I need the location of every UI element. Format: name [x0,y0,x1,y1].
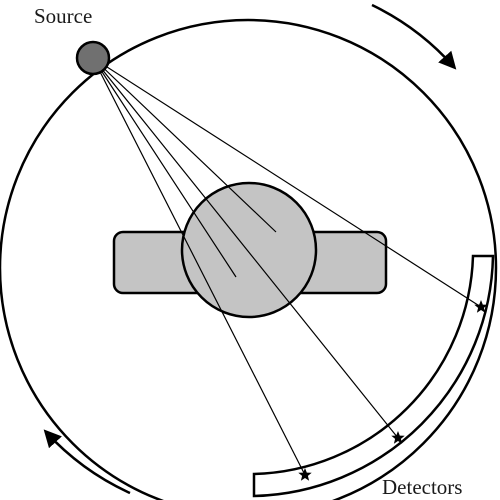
xray-beam-1 [92,57,482,308]
xray-source [75,40,111,76]
detector-array [252,254,495,498]
phantom-circle [180,181,318,319]
xray-beam-3 [92,57,306,476]
xray-beam-4 [92,57,277,233]
xray-beam-5 [92,57,237,278]
source-label: Source [34,4,92,28]
xray-beam-2 [92,57,399,439]
gantry-ring [0,18,498,500]
detector-hit-star-1 [474,300,488,313]
rotation-arrow-bottom-left [43,429,131,495]
detector-hit-star-2 [391,431,405,444]
detectors-label: Detectors [382,475,462,499]
detector-hit-star-3 [298,468,312,481]
rotation-arrow-top-right [371,3,457,70]
